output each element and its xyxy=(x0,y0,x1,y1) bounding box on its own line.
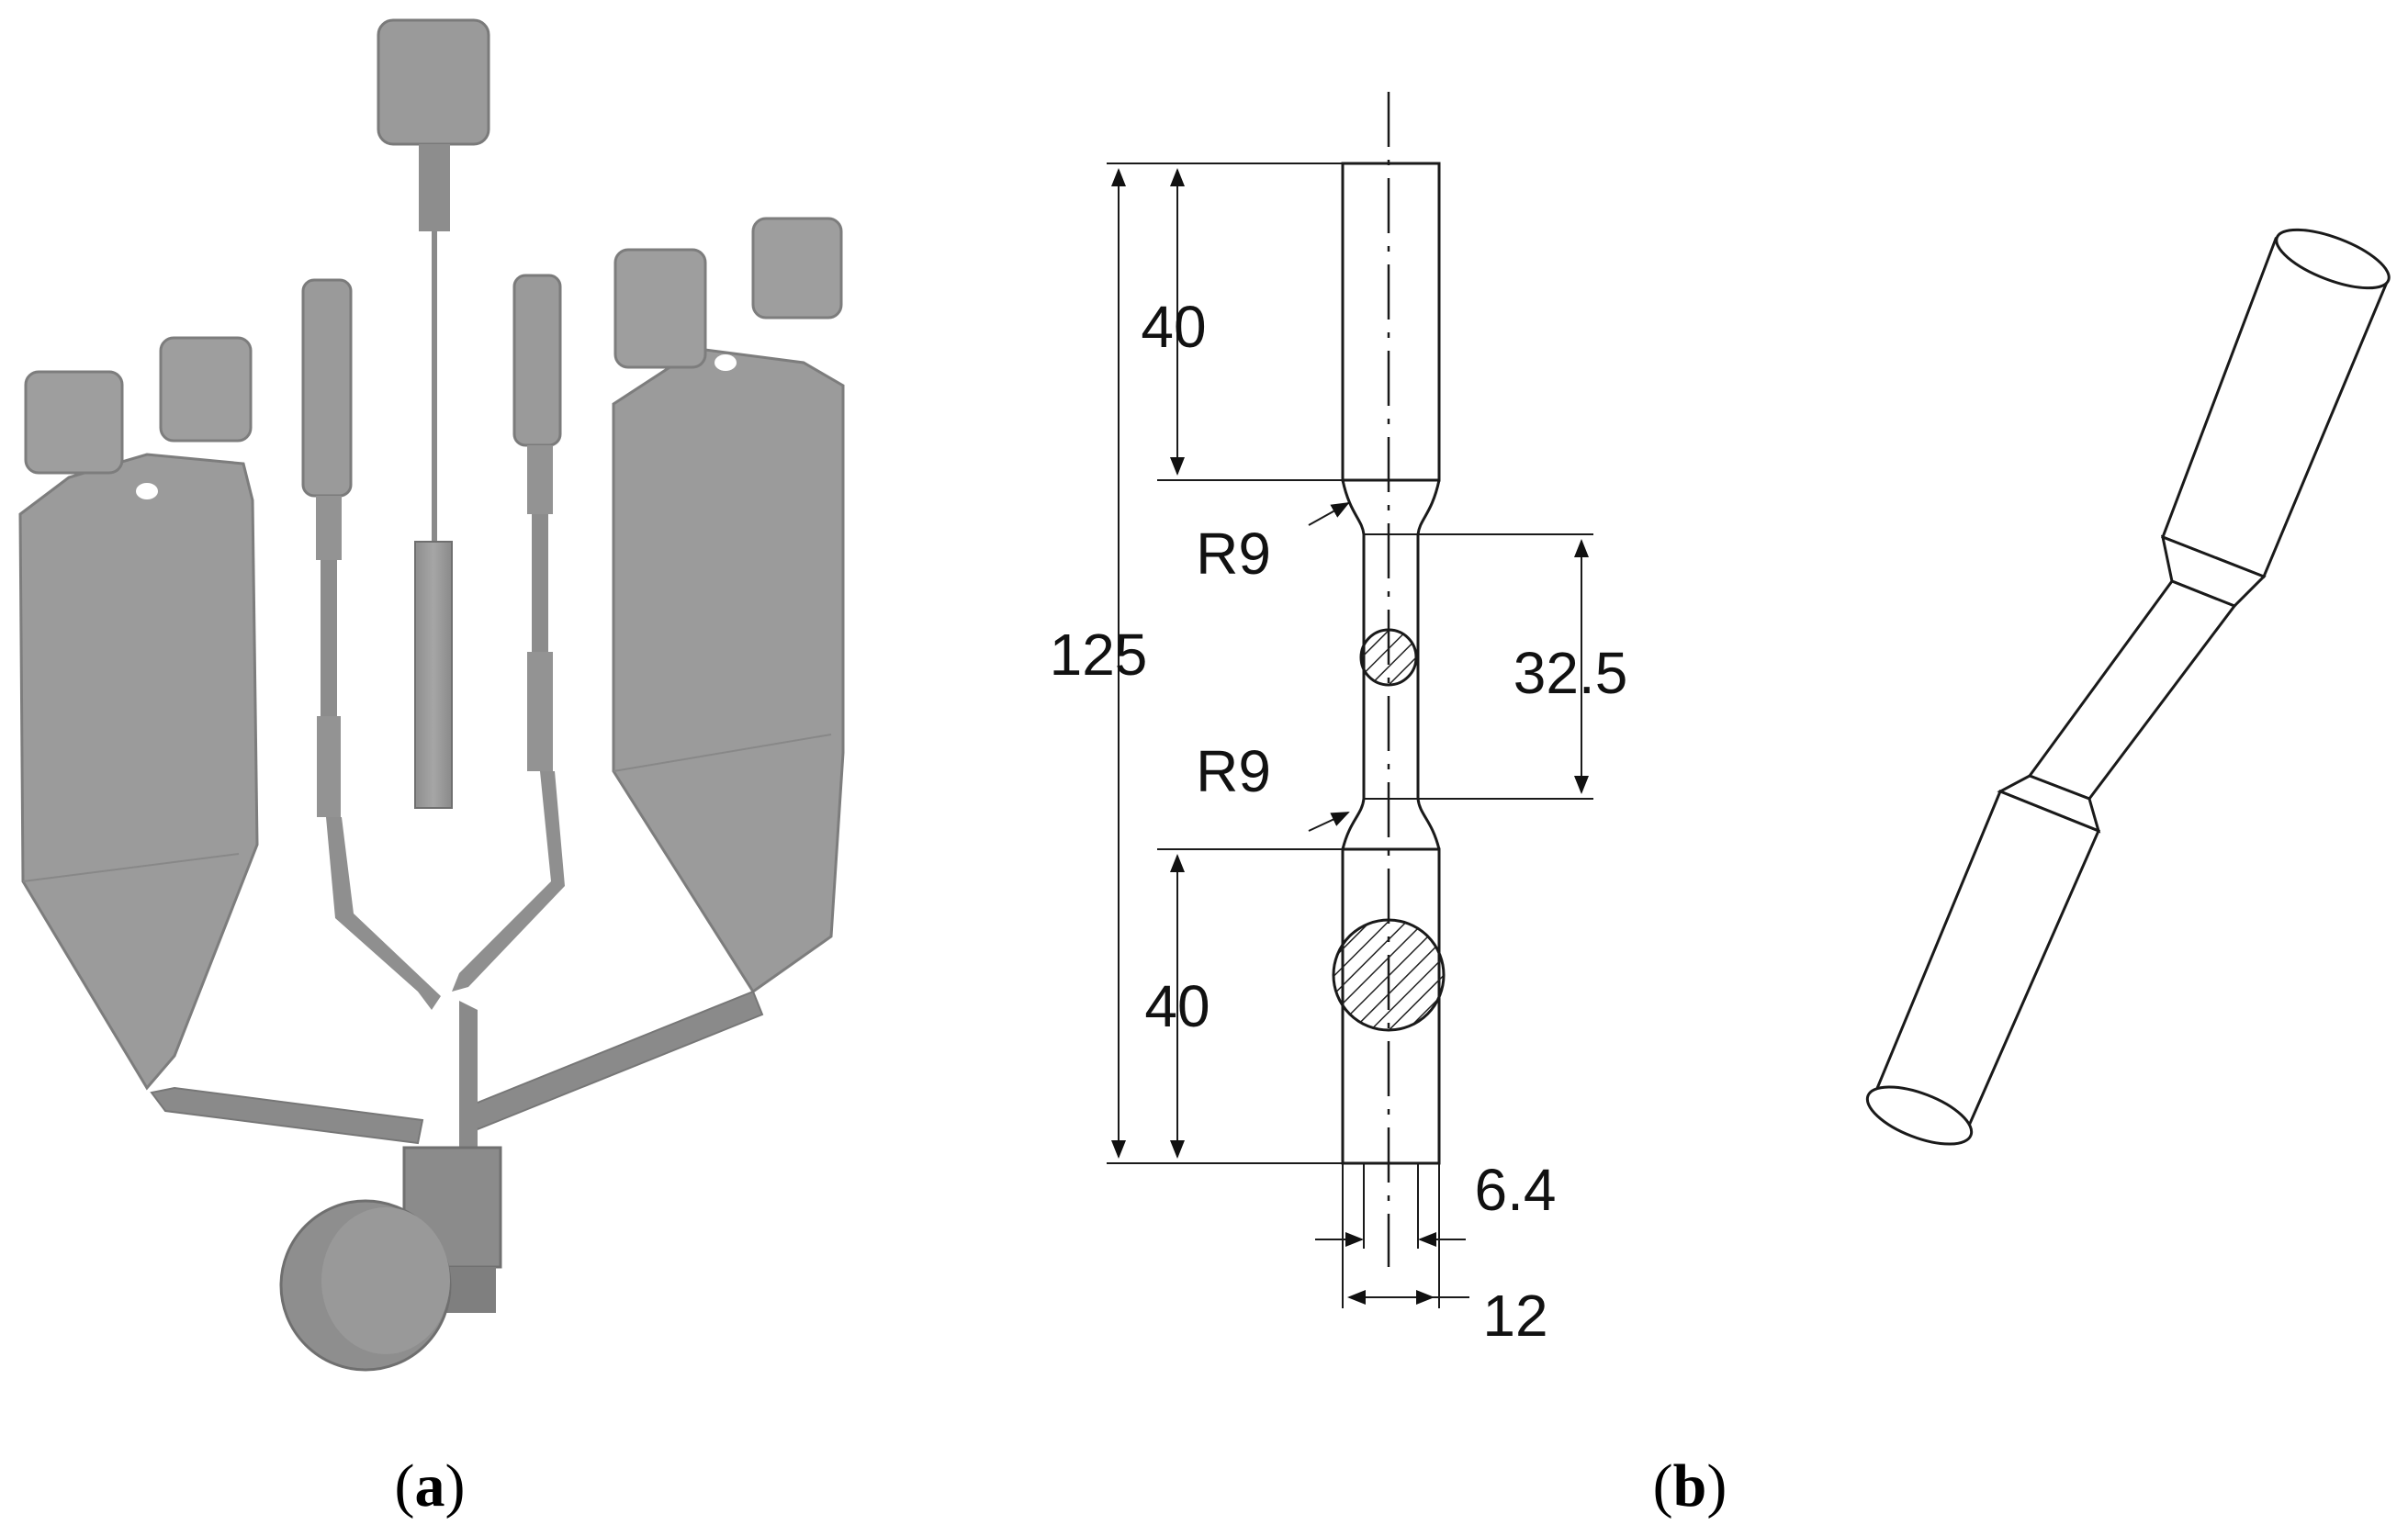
caption-panel-b-letter: b xyxy=(1673,1452,1707,1519)
dim-gauge-length: 32.5 xyxy=(1513,640,1628,706)
caption-panel-a-letter: a xyxy=(415,1452,445,1519)
panel-b-specimen-3d xyxy=(1865,228,2391,1146)
caption-panel-b: (b) xyxy=(1653,1452,1727,1519)
dim-fillet-radius-top: R9 xyxy=(1196,521,1271,587)
panel-b-specimen-drawing xyxy=(1107,92,1593,1308)
dim-grip-diameter: 12 xyxy=(1482,1283,1547,1349)
dim-fillet-radius-bottom: R9 xyxy=(1196,738,1271,804)
dim-grip-length-bottom: 40 xyxy=(1144,973,1210,1039)
dim-gauge-diameter: 6.4 xyxy=(1475,1157,1557,1223)
panel-a-casting-model xyxy=(18,18,845,1372)
caption-panel-a: (a) xyxy=(395,1452,466,1519)
dim-overall-length: 125 xyxy=(1050,622,1148,688)
dim-grip-length-top: 40 xyxy=(1141,294,1206,360)
